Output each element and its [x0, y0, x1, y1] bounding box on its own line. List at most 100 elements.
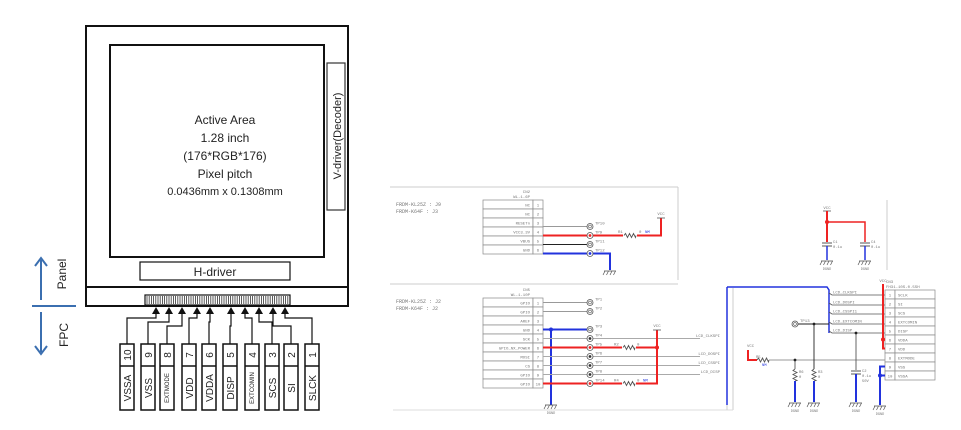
resistor-value: 0	[637, 380, 640, 384]
active-area-title: Active Area	[195, 113, 256, 127]
capacitor-value: 0.1u	[833, 246, 842, 250]
resistor-icon	[756, 356, 770, 364]
connector-pin-name: VSS	[898, 367, 906, 371]
wire	[879, 365, 885, 405]
arrow-up-icon	[178, 307, 186, 314]
wire	[543, 347, 658, 385]
test-point-label: TP5	[595, 344, 603, 348]
test-point-icon	[586, 299, 594, 306]
connector-pin-num: 7	[537, 357, 540, 361]
connector-pin-name: RESETn	[516, 223, 531, 227]
connector-pin-name: EXTCOMIN	[898, 322, 918, 326]
junction-dot	[854, 331, 858, 335]
arrow-up-icon	[193, 307, 201, 314]
test-point-label: TP9	[595, 232, 603, 236]
ground-label: DGND	[810, 410, 818, 414]
pin-box	[283, 343, 299, 411]
wire	[828, 292, 885, 296]
capacitor-rating: 50V	[862, 380, 870, 384]
connector-pin-name: GND	[523, 250, 531, 254]
pin-number: 9	[144, 352, 155, 358]
connector-pin-name: GPIO	[520, 384, 530, 388]
pin-trace	[244, 313, 253, 344]
test-point-label: TP2	[595, 308, 603, 312]
connector-pin-num: 7	[889, 349, 892, 353]
test-point-icon	[791, 320, 799, 328]
resistor-icon	[622, 344, 636, 351]
connector-pin-num: 5	[537, 241, 540, 245]
resistor-icon	[622, 380, 636, 387]
connector-pin-name: NC	[525, 205, 530, 209]
pin-name: SCS	[268, 377, 279, 398]
pin-box	[119, 343, 135, 411]
connector-pin-name: VCC3.3V	[513, 232, 530, 236]
connector-pin-num: 10	[536, 384, 541, 388]
pin-trace	[188, 313, 198, 344]
connector-pin-num: 5	[537, 339, 540, 343]
ground-label: DGND	[861, 268, 869, 272]
connector-pin-num: 2	[537, 214, 540, 218]
connector-pin-name: SCK	[523, 339, 531, 343]
ground-label: DGND	[823, 268, 831, 272]
resistor-note: NM	[645, 231, 650, 235]
junction-dot	[655, 345, 659, 350]
ground-hatch	[823, 260, 826, 266]
pin-trace	[229, 313, 232, 344]
wire	[828, 330, 885, 334]
arrow-up-icon	[281, 307, 289, 314]
connector-pin-num: 4	[889, 322, 892, 326]
test-point-label: TP13	[800, 320, 810, 324]
ground-hatch	[550, 404, 554, 410]
connector-pin-name: GPIO	[520, 312, 530, 316]
test-point-icon	[586, 223, 594, 230]
pin-box	[304, 343, 320, 411]
ground-hatch	[798, 402, 801, 408]
connector-pin-num: 6	[889, 340, 892, 344]
pin-number: 1	[308, 352, 319, 358]
connector-pin-num: 8	[537, 366, 540, 370]
junction-dot	[812, 322, 816, 326]
ground-hatch	[543, 404, 547, 410]
net-label: LCD_CSSPI	[698, 362, 720, 366]
arrow-up-icon	[241, 307, 249, 314]
connector-pin-name: NC	[525, 214, 530, 218]
connector-pin-cell	[894, 370, 936, 381]
pin-name: VSS	[144, 378, 155, 398]
ground-hatch	[855, 402, 859, 408]
ground-hatch	[879, 405, 883, 411]
pin-box	[140, 343, 156, 411]
junction-dot	[793, 358, 797, 362]
test-point-dot	[588, 252, 592, 255]
test-point-icon	[586, 241, 594, 248]
pin-number: 3	[268, 352, 279, 358]
wire	[543, 252, 611, 270]
resistor-icon	[791, 368, 799, 382]
pin-number: 2	[287, 352, 298, 358]
connector-pin-num: 9	[537, 375, 540, 379]
arrow-up-icon	[152, 307, 160, 314]
connector-pin-num: 3	[889, 313, 892, 317]
vcc-net-label: VCC	[823, 207, 831, 211]
test-point-label: TP3	[595, 326, 603, 330]
pin-name: VSSA	[123, 374, 134, 401]
ground-hatch	[602, 270, 606, 276]
capacitor-value: 0.1u	[871, 246, 880, 250]
arrow-up-icon	[34, 256, 48, 267]
test-point-dot	[793, 322, 797, 326]
test-point-icon	[586, 326, 594, 333]
connector-pin-num: 5	[889, 331, 892, 335]
ground-hatch	[810, 402, 813, 408]
ground-hatch	[848, 402, 852, 408]
connector-pin-num: 4	[537, 232, 540, 236]
connector-pin-num: 4	[537, 330, 540, 334]
test-point-dot	[588, 373, 592, 376]
test-point-dot	[588, 355, 592, 358]
panel-label: Panel	[55, 259, 69, 290]
from-board-label: FRDM-K64F : J3	[396, 209, 438, 215]
